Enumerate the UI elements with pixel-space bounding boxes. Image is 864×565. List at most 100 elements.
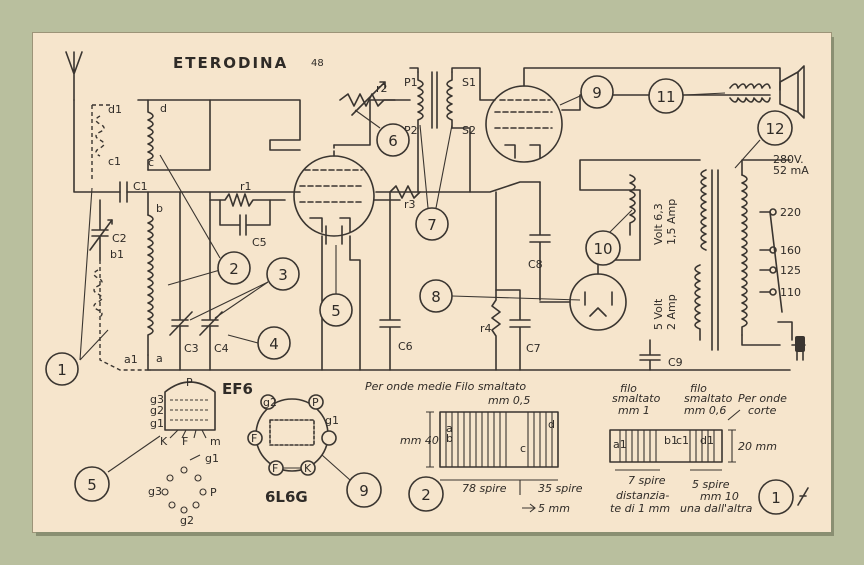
label-c1-coil: c1 [108,155,121,168]
mains-plug-icon [777,321,806,361]
radio-schematic: ETERODINA 48 C1 C2 d1 c1 b1 a1 d c b a [45,51,809,527]
coil-short-form [609,429,736,471]
coil-short-turns2: 5 spire [692,478,730,491]
callout-9-bottom: 9 [321,454,382,508]
svg-text:4: 4 [269,335,279,353]
label-c: c [148,156,154,169]
coil-medium-turns1: 78 spire [462,482,507,495]
ef6-socket-p: P [210,486,217,499]
tap-220: 220 [780,206,801,219]
coil-short-c1: c1 [676,434,689,447]
oscillator-coil [137,99,211,171]
tap-160: 160 [780,244,801,257]
coil-medium-turns2: 35 spire [538,482,583,495]
coil-short-wire2-b: smaltato [684,392,733,405]
ef6-pin-f: F [182,435,188,448]
label-c3: C3 [184,342,199,355]
callout-12: 12 [734,110,793,169]
label-c6: C6 [398,340,413,353]
svg-text:12: 12 [765,120,784,138]
tube-label-ef6: EF6 [222,380,253,398]
coil-medium-c: c [520,442,526,455]
svg-text:3: 3 [278,266,288,284]
antenna-symbol [65,51,83,101]
label-c7: C7 [526,342,541,355]
l6g-pin-f-left: F [251,432,257,445]
label-r4: r4 [480,322,492,335]
svg-text:9: 9 [359,482,369,500]
label-r1: r1 [240,180,252,193]
tube-label-6l6g: 6L6G [265,488,308,506]
callout-11: 11 [648,78,726,114]
label-s1: S1 [462,76,476,89]
coil-medium-b: b [446,432,453,445]
svg-text:2: 2 [229,260,239,278]
label-c8: C8 [528,258,543,271]
coil-short-turns2-note-a: mm 10 [700,490,739,503]
callout-3: 3 [189,257,300,321]
tap-125: 125 [780,264,801,277]
ef6-pin-g1: g1 [150,417,164,430]
svg-text:1: 1 [771,489,781,507]
ef6-pin-g3: g3 [150,393,164,406]
transformer-rating-ma: 52 mA [773,164,809,177]
label-a: a [156,352,163,365]
label-c9: C9 [668,356,683,369]
ef6-socket-g1: g1 [205,452,219,465]
coil-short-wire1-c: mm 1 [618,404,650,417]
resistor-r2 [339,81,411,116]
label-d: d [160,102,167,115]
callout-9-top: 9 [559,75,614,109]
transformer-amp15: 1,5 Amp [665,199,678,245]
ef6-pinout-side [164,381,216,439]
title-suffix: 48 [311,58,324,69]
coil-short-wire1-a: filo [620,382,637,395]
rectifier-winding-5v [694,264,701,341]
coil-medium-d: d [548,418,555,431]
label-d1: d1 [108,103,122,116]
tube-6l6g-symbol [485,85,563,163]
label-s2: S2 [462,124,476,137]
svg-text:5: 5 [331,302,341,320]
callout-8: 8 [419,279,581,313]
coil-short-turns1-note-b: te di 1 mm [610,502,670,515]
label-p1: P1 [404,76,418,89]
callout-2-bottom: 2 [408,476,444,512]
callout-6: 6 [354,109,410,157]
ef6-socket-g3: g3 [148,485,162,498]
schematic-title: ETERODINA [173,54,288,72]
ef6-socket-g2: g2 [180,514,194,527]
svg-text:5: 5 [87,476,97,494]
transformer-rating-v: 280V. [773,153,804,166]
coil-medium-height: mm 40 [400,434,439,447]
ef6-pin-p: P [186,376,193,389]
label-b1: b1 [110,248,124,261]
label-c4: C4 [214,342,229,355]
callout-5-top: 5 [319,245,353,327]
svg-text:8: 8 [431,288,441,306]
callout-10: 10 [585,209,633,266]
coil-medium-a: a [446,422,453,435]
l6g-pin-g2: g2 [263,396,277,409]
output-transformer [409,67,496,193]
l6g-pin-f-bottom: F [272,462,278,475]
svg-text:1: 1 [57,361,67,379]
l6g-pin-g1: g1 [325,414,339,427]
ef6-pin-m: m [210,435,221,448]
label-a1: a1 [124,353,138,366]
label-r3: r3 [404,198,416,211]
input-coil [147,191,154,371]
svg-text:11: 11 [656,88,675,106]
schematic-sheet: ETERODINA 48 C1 C2 d1 c1 b1 a1 d c b a [33,33,831,532]
coil-short-wire2-c: mm 0,6 [684,404,726,417]
rectifier-tube-symbol [569,273,627,331]
power-transformer [700,159,791,351]
coil-short-a1: a1 [613,438,627,451]
transformer-amp2: 2 Amp [665,294,678,330]
svg-text:7: 7 [427,216,437,234]
coil-medium-form [426,411,559,495]
transformer-volt63: Volt 6,3 [652,203,665,245]
label-r2: r2 [376,82,388,95]
coil-short-heading-b: corte [748,404,777,417]
tube-ef6-symbol [293,144,375,245]
